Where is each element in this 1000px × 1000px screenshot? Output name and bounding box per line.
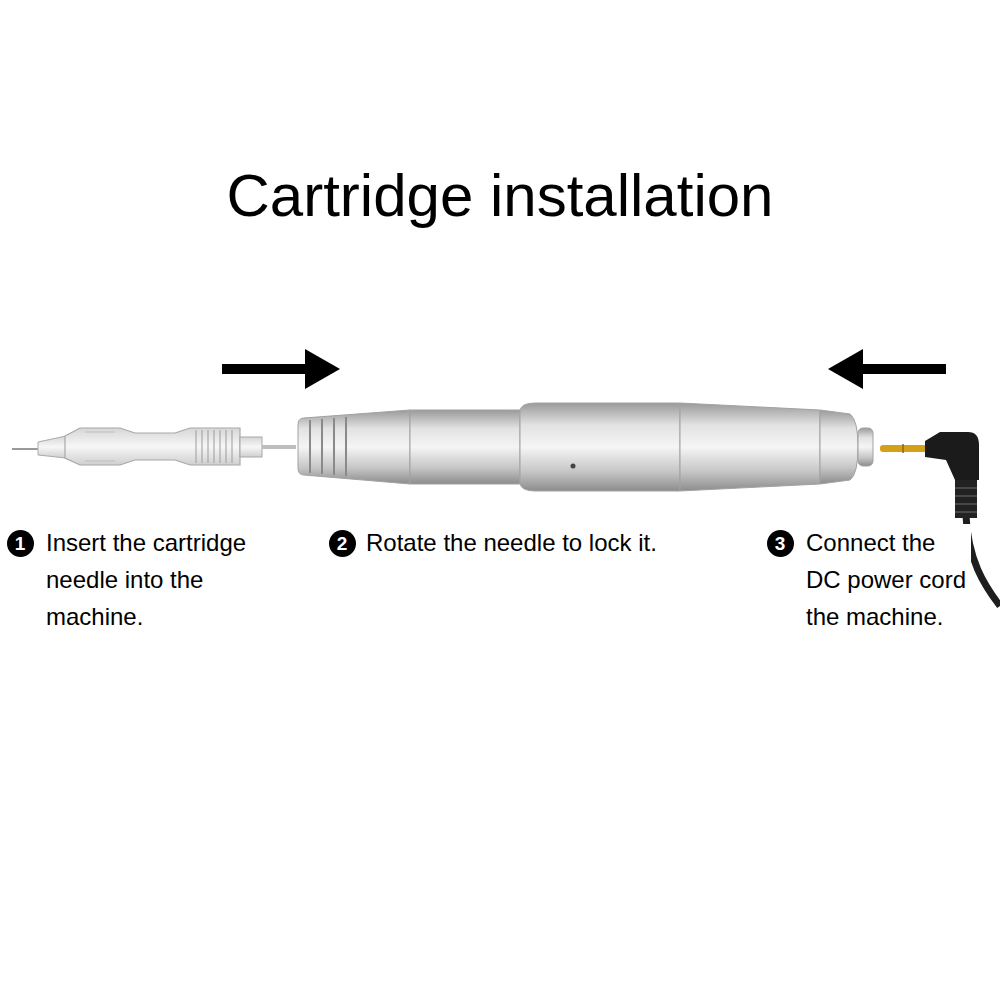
title-slot: Cartridge installation [0, 160, 1000, 232]
step-text: Rotate the needle to lock it. [366, 524, 657, 561]
callout-slot: 1 [7, 530, 34, 557]
direction-arrow [222, 349, 340, 389]
diagram-title: Cartridge installation [0, 160, 1000, 232]
step-text: Connect the DC power cord the machine. [806, 524, 971, 635]
callout-number: 1 [7, 530, 34, 557]
tattoo-machine [298, 403, 873, 491]
callout-number: 2 [329, 530, 356, 557]
callout-slot: 3 [767, 530, 794, 557]
cartridge-needle [12, 428, 296, 465]
direction-arrow [828, 349, 946, 389]
step-slot: Insert the cartridge needle into the mac… [46, 524, 266, 635]
callout-slot: 2 [329, 530, 356, 557]
step-slot: Rotate the needle to lock it. [366, 524, 657, 561]
step-slot: Connect the DC power cord the machine. [806, 524, 971, 635]
callout-number: 3 [767, 530, 794, 557]
step-text: Insert the cartridge needle into the mac… [46, 524, 266, 635]
